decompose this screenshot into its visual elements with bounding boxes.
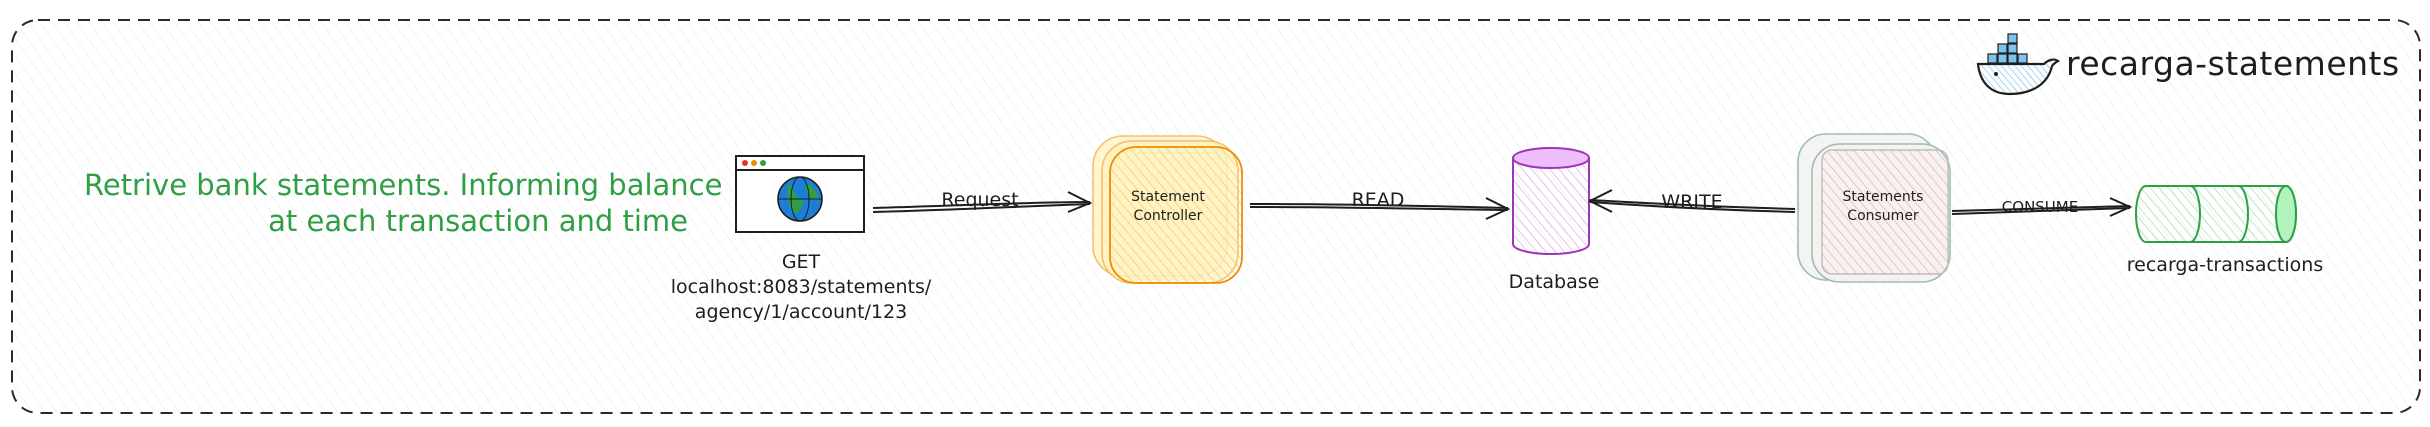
url-line-1: localhost:8083/statements/ [670, 276, 932, 298]
database-label: Database [1508, 271, 1600, 293]
browser-window-icon [735, 155, 865, 233]
description-line-2: at each transaction and time [268, 204, 688, 238]
write-edge-label: WRITE [1661, 191, 1723, 213]
description-text: Retrive bank statements. Informing balan… [84, 167, 723, 239]
request-arrow [872, 191, 1093, 213]
consumer-label: Statements Consumer [1843, 188, 1924, 226]
description-line-1: Retrive bank statements. Informing balan… [84, 168, 723, 202]
statement-controller-node [1092, 135, 1243, 284]
controller-label: Statement Controller [1131, 188, 1205, 226]
queue-label: recarga-transactions [2126, 254, 2324, 276]
globe-icon [777, 176, 823, 222]
http-method: GET [781, 251, 821, 273]
request-edge-label: Request [941, 189, 1019, 211]
queue-node [2135, 185, 2297, 243]
consumer-label-line-2: Consumer [1847, 208, 1919, 224]
write-arrow [1587, 189, 1796, 213]
consume-arrow [1951, 197, 2133, 217]
url-line-2: agency/1/account/123 [694, 301, 908, 323]
database-node [1512, 147, 1590, 255]
controller-label-line-1: Statement [1131, 189, 1205, 205]
controller-label-line-2: Controller [1133, 208, 1203, 224]
consume-edge-label: CONSUME [2001, 198, 2079, 216]
read-edge-label: READ [1351, 189, 1405, 211]
docker-icon [1976, 33, 2061, 96]
read-arrow [1249, 197, 1511, 220]
client-request-label: GET localhost:8083/statements/ agency/1/… [671, 250, 932, 325]
diagram-title: recarga-statements [2066, 44, 2400, 83]
consumer-label-line-1: Statements [1842, 189, 1924, 205]
statements-consumer-node [1797, 133, 1951, 283]
